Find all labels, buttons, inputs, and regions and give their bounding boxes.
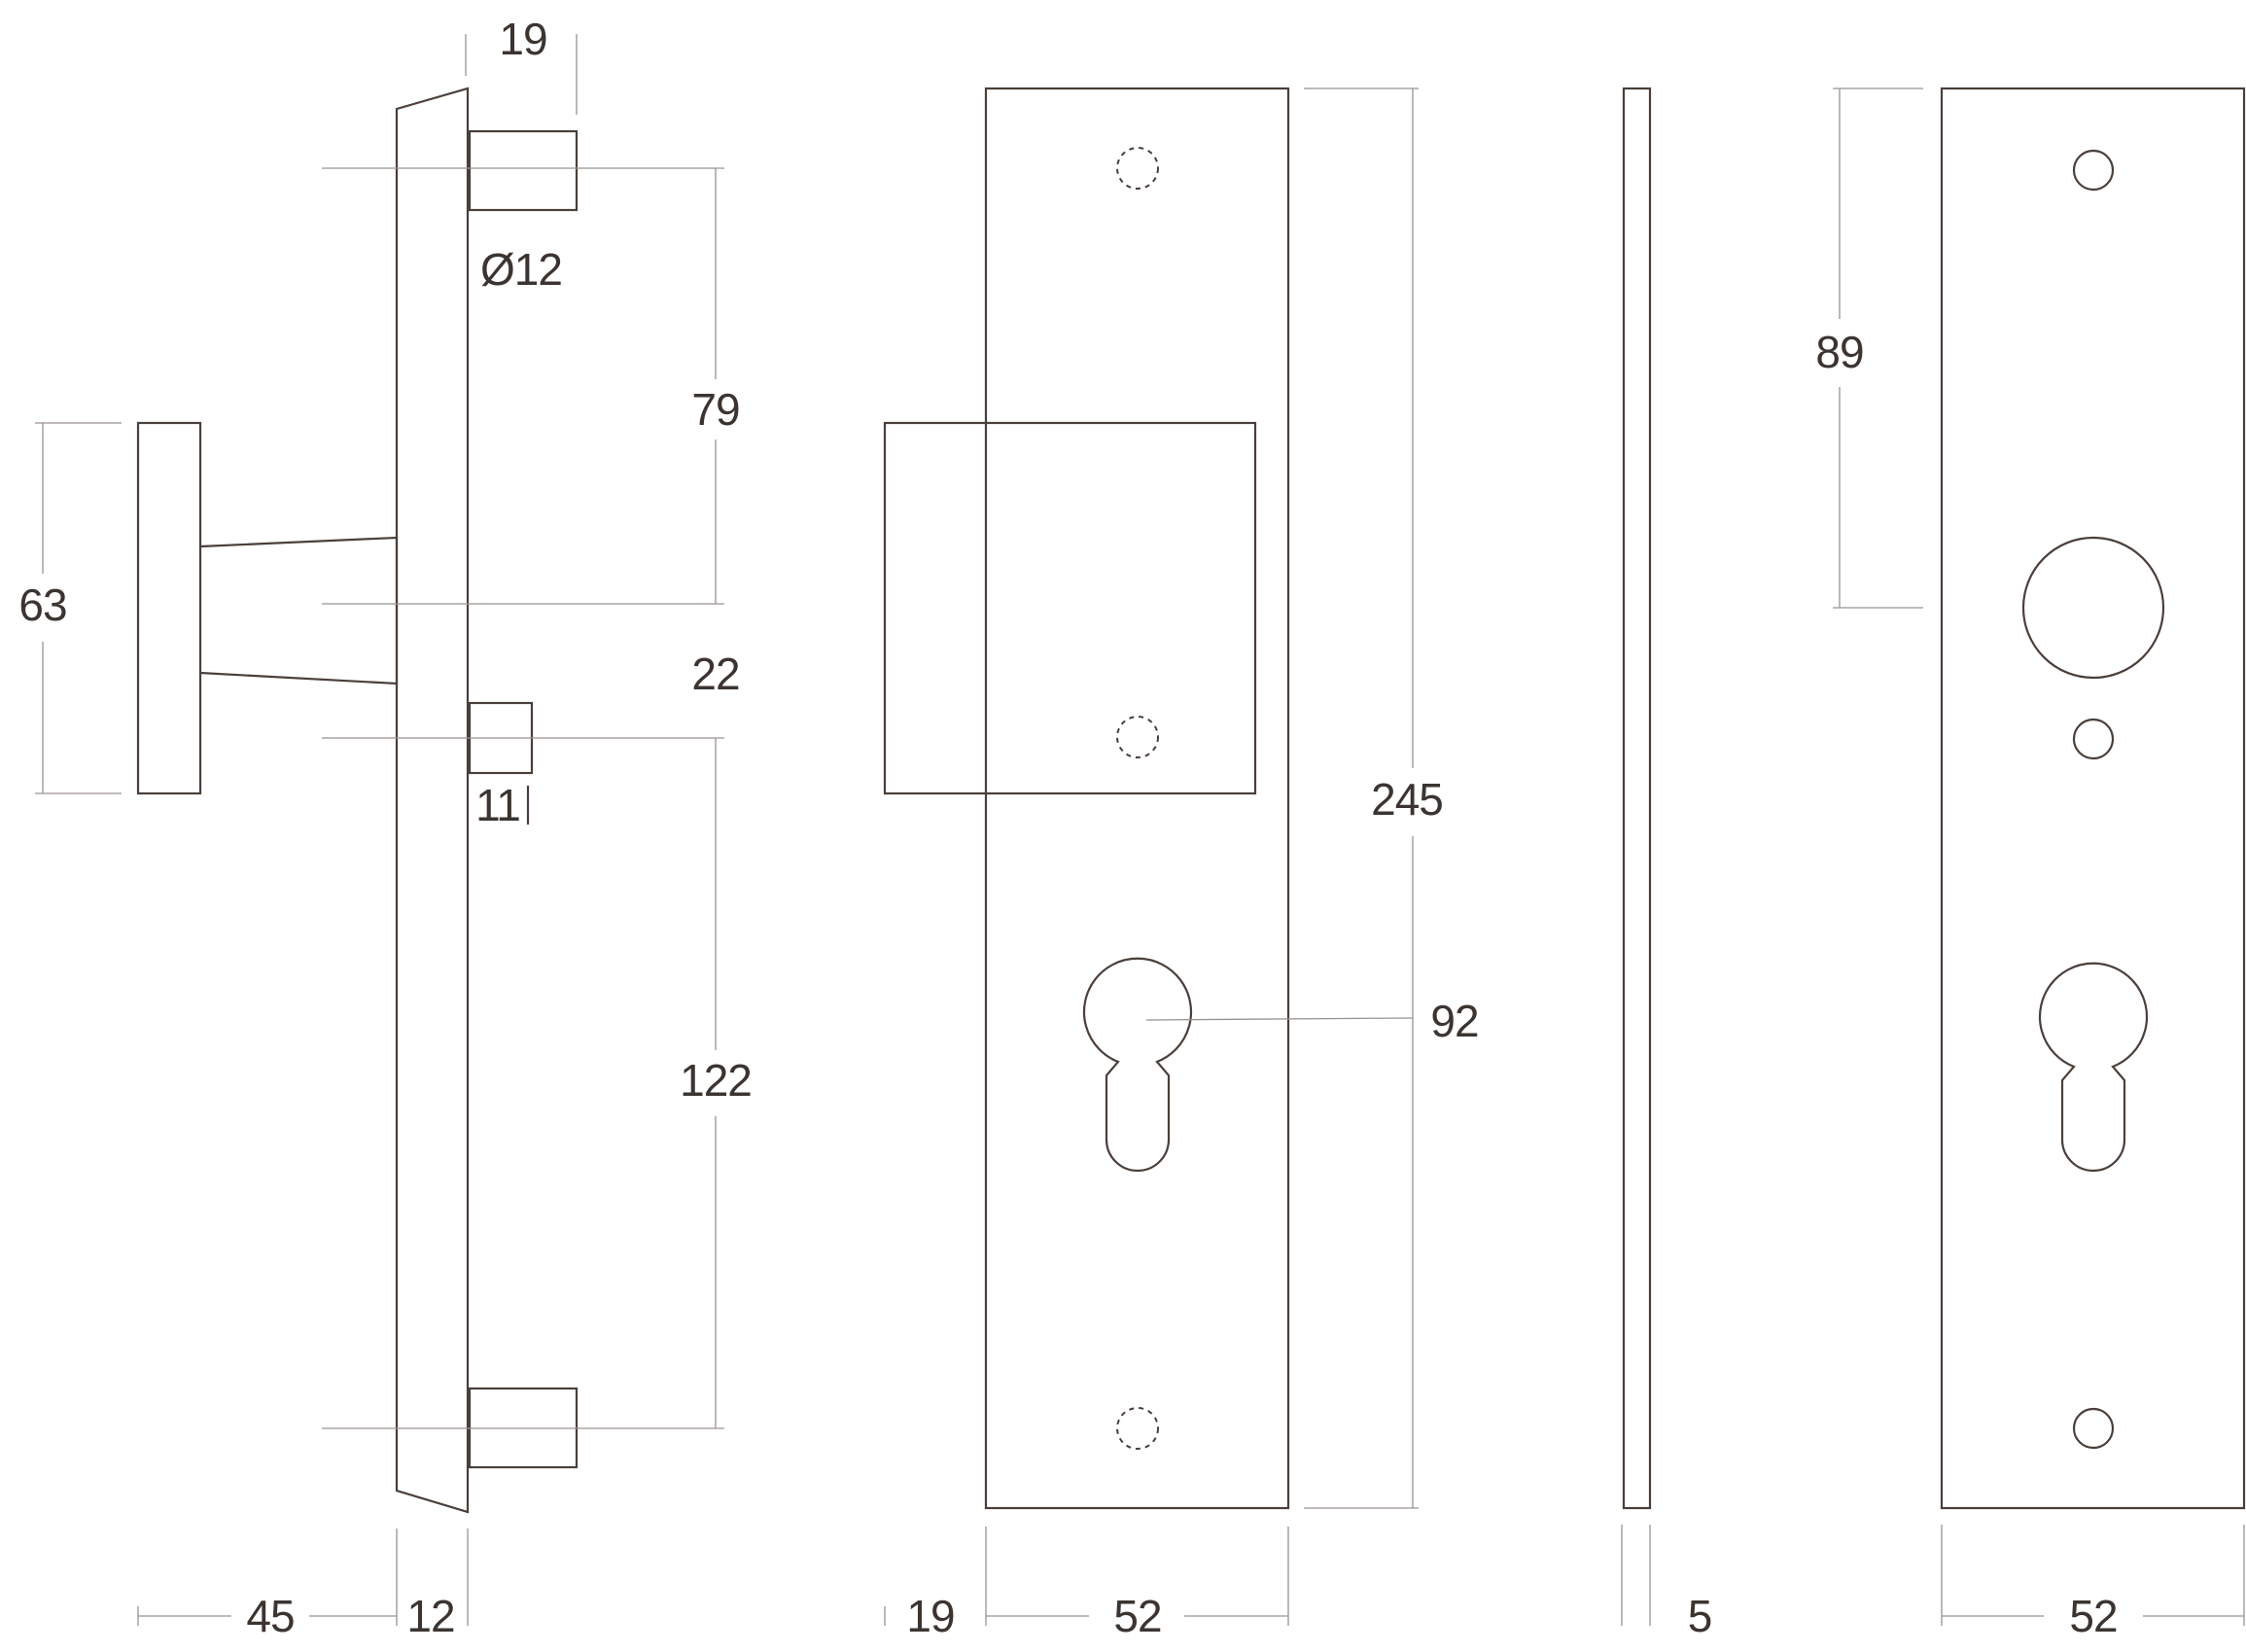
plate-thickness-label: 12 xyxy=(406,1591,454,1641)
knob-height-label: 63 xyxy=(18,580,66,630)
top-screw-hidden xyxy=(1116,147,1159,190)
edge-plate xyxy=(1622,87,1652,1510)
cylinder-keyhole xyxy=(1082,957,1193,1173)
knob-face xyxy=(136,421,202,795)
front-view: 245 92 19 52 xyxy=(883,87,1480,1641)
front-plate xyxy=(984,87,1290,1510)
back-knob-hole xyxy=(2021,536,2165,680)
upper-spacing-label: 79 xyxy=(691,384,739,435)
edge-thickness-label: 5 xyxy=(1688,1591,1712,1641)
back-bottom-screw-hole xyxy=(2072,1407,2115,1450)
bottom-screw-hidden xyxy=(1116,1407,1159,1450)
back-view: 89 52 xyxy=(1815,87,2246,1641)
back-middle-screw-hole xyxy=(2072,718,2115,760)
lower-spacing-label: 122 xyxy=(680,1055,752,1106)
middle-spacing-label: 22 xyxy=(691,649,739,699)
knob-stem xyxy=(199,536,399,685)
front-knob-square xyxy=(883,421,1257,795)
back-knob-center-label: 89 xyxy=(1815,327,1863,377)
middle-screw-hidden xyxy=(1116,716,1159,758)
back-plate xyxy=(1940,87,2246,1510)
pin-diameter-label: Ø12 xyxy=(480,244,562,295)
center-to-cylinder-label: 92 xyxy=(1430,996,1478,1046)
front-plate-height-label: 245 xyxy=(1371,774,1443,825)
front-knob-depth-label: 19 xyxy=(906,1591,954,1641)
top-screw-pin xyxy=(468,129,579,212)
side-view: 19 Ø12 79 22 11 122 63 45 12 xyxy=(18,14,752,1641)
back-top-screw-hole xyxy=(2072,149,2115,192)
pin-top-width-label: 19 xyxy=(499,14,546,64)
back-cylinder-keyhole xyxy=(2038,962,2149,1173)
edge-view: 5 xyxy=(1621,87,1712,1641)
knob-projection-label: 45 xyxy=(246,1591,294,1641)
small-pin-size-label: 11 xyxy=(475,780,520,830)
front-plate-width-label: 52 xyxy=(1113,1591,1161,1641)
back-plate-width-label: 52 xyxy=(2069,1591,2117,1641)
side-plate xyxy=(395,87,470,1514)
